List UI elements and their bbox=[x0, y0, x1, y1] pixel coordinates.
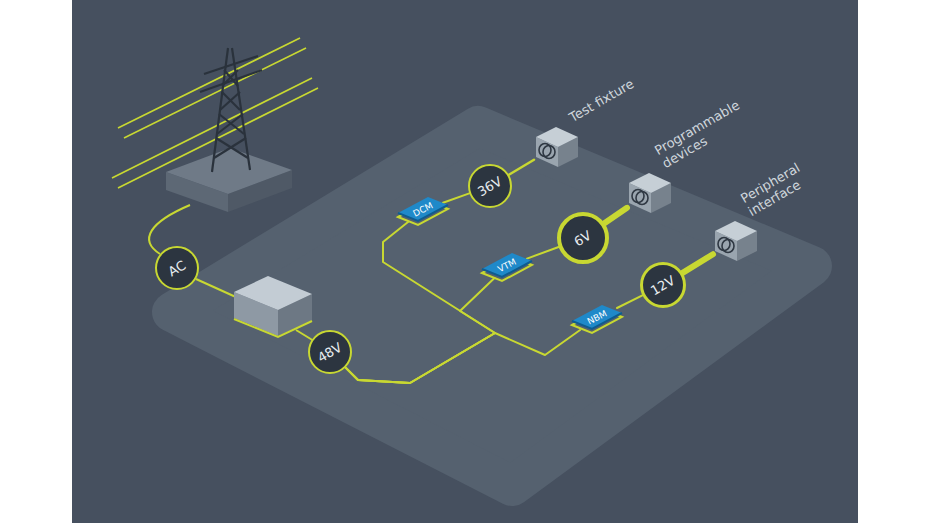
voltage-circle: 6V bbox=[557, 212, 609, 264]
voltage-label: 48V bbox=[315, 339, 345, 365]
power-connector bbox=[683, 254, 713, 273]
power-connector bbox=[509, 160, 534, 175]
voltage-circle: AC bbox=[155, 246, 199, 290]
voltage-circle: 36V bbox=[468, 164, 512, 208]
device-heading: Peripheral interface bbox=[738, 156, 817, 219]
voltage-label: 12V bbox=[648, 272, 678, 298]
device-box: Programmable devices bbox=[627, 169, 673, 215]
voltage-label: 6V bbox=[572, 227, 594, 249]
transmission-tower bbox=[200, 48, 262, 172]
power-connector bbox=[346, 330, 580, 383]
device-box: Test fixture bbox=[534, 123, 580, 169]
power-connector bbox=[346, 222, 495, 383]
supply-wire bbox=[149, 205, 314, 341]
tower-base bbox=[166, 148, 292, 212]
device-cube bbox=[713, 217, 759, 263]
voltage-circle: 12V bbox=[640, 262, 686, 308]
converter-module: DCM bbox=[398, 195, 448, 225]
voltage-circle: 48V bbox=[308, 330, 352, 374]
converter-block bbox=[234, 276, 312, 337]
platform bbox=[172, 126, 812, 486]
power-connector bbox=[346, 278, 495, 383]
device-cube bbox=[534, 123, 580, 169]
converter-module: VTM bbox=[482, 251, 532, 281]
voltage-label: AC bbox=[166, 257, 189, 279]
power-connector bbox=[617, 295, 642, 308]
device-cube bbox=[627, 169, 673, 215]
converter-module: NBM bbox=[572, 303, 622, 333]
power-connector bbox=[527, 247, 559, 259]
device-heading: Programmable devices bbox=[652, 97, 750, 171]
voltage-label: 36V bbox=[475, 173, 505, 199]
device-box: Peripheral interface bbox=[713, 217, 759, 263]
power-connector bbox=[604, 208, 627, 224]
power-connector bbox=[443, 193, 469, 202]
device-heading: Test fixture bbox=[567, 76, 637, 125]
